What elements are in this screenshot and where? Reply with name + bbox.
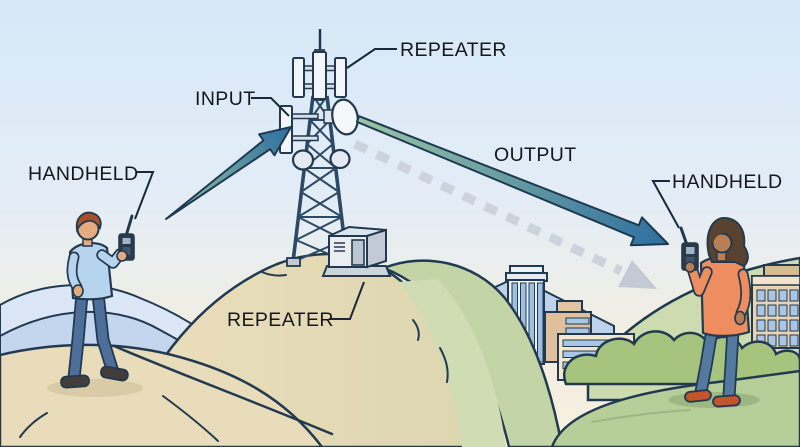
man-hand-radio	[116, 250, 128, 262]
drum-antenna-left	[291, 149, 315, 171]
label-output: OUTPUT	[494, 144, 577, 166]
leader-repeater-cabinet	[330, 281, 365, 320]
cabinet-vents	[334, 242, 345, 252]
leader-input	[251, 97, 290, 117]
handheld-radio-right	[679, 226, 699, 273]
handheld-radio-left	[116, 214, 135, 262]
woman-shoe-right	[712, 394, 741, 408]
top-antenna-array	[292, 51, 347, 100]
leader-handheld-left	[134, 171, 155, 220]
bushes	[563, 330, 800, 386]
man-hand-down	[72, 284, 84, 298]
cell-tower	[279, 29, 359, 267]
man-legs	[67, 287, 120, 385]
woman-hair-front	[711, 226, 735, 244]
right-edge-building	[751, 264, 800, 349]
man-shoe-left	[60, 374, 90, 389]
man-hair	[75, 211, 102, 233]
leader-handheld-right	[651, 180, 680, 229]
label-repeater-cabinet: REPEATER	[227, 309, 334, 331]
woman-shoe-left	[684, 389, 712, 403]
output-signal-arrow	[355, 115, 669, 247]
cabinet-door	[351, 239, 365, 266]
dashed-signal-arrow	[353, 139, 657, 289]
man-figure	[47, 211, 143, 397]
label-repeater-top: REPEATER	[400, 39, 507, 61]
woman-figure	[668, 216, 760, 408]
drum-antenna-right	[329, 148, 351, 170]
label-input: INPUT	[195, 88, 256, 110]
label-handheld-left: HANDHELD	[28, 163, 138, 185]
input-signal-arrow	[165, 126, 292, 220]
foreground-grass	[550, 369, 800, 447]
woman-hand-radio	[684, 261, 696, 273]
repeater-cabinet	[321, 225, 392, 277]
label-handheld-right: HANDHELD	[672, 171, 782, 193]
mid-antenna-array	[279, 98, 359, 171]
microwave-dish	[331, 98, 359, 136]
slope-path	[398, 279, 506, 447]
man-shoe-right	[100, 365, 129, 382]
leader-repeater-top	[346, 48, 397, 69]
woman-hand-down	[734, 310, 746, 326]
